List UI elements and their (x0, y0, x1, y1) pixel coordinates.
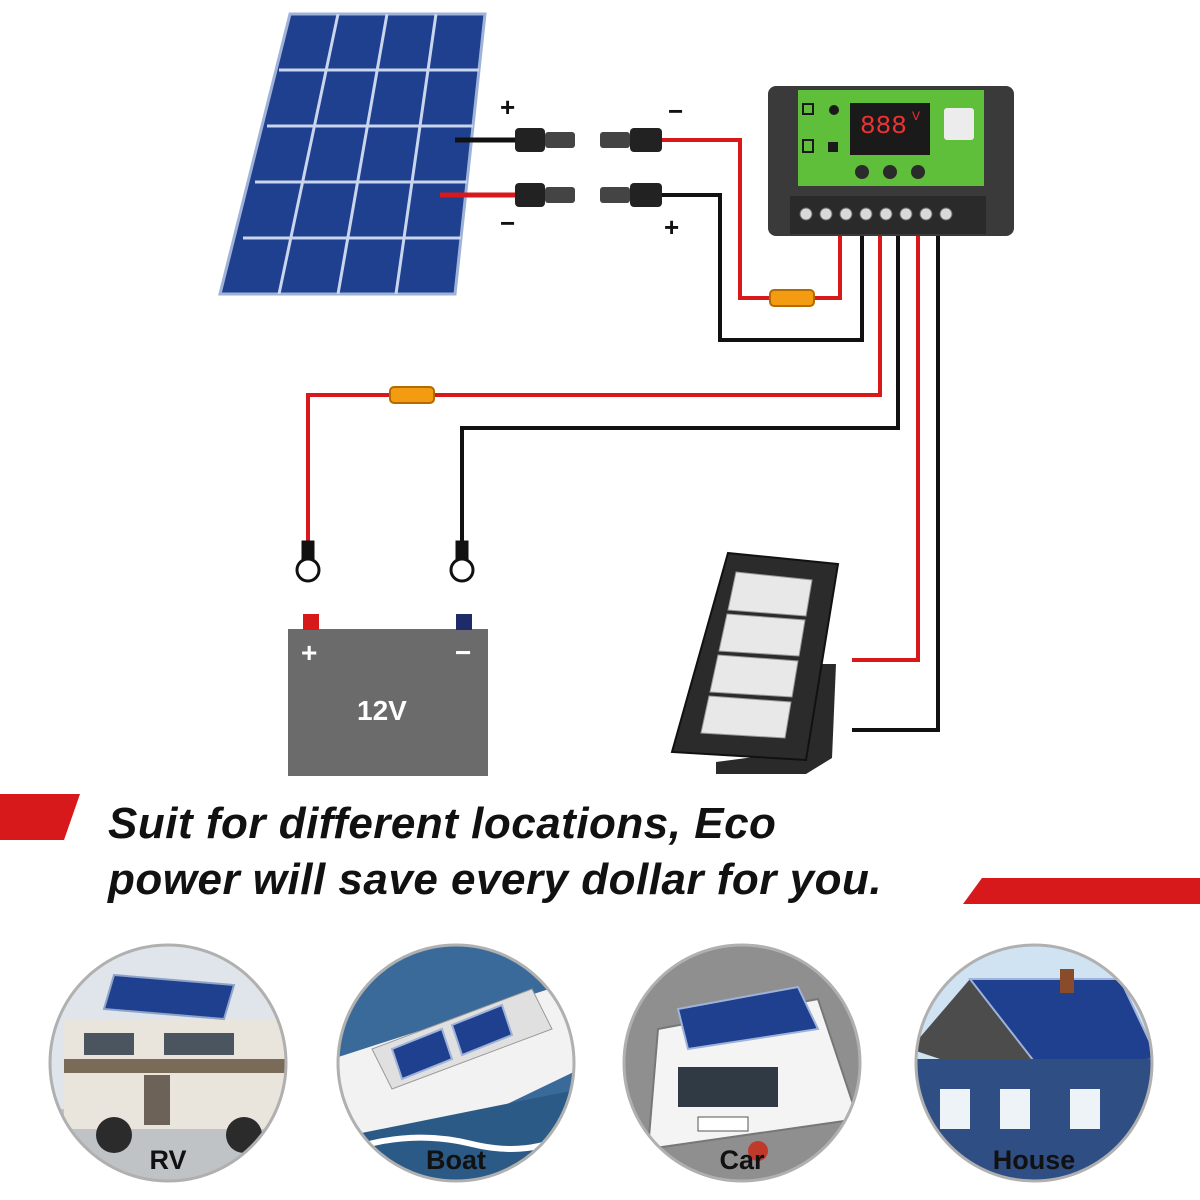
location-label-house: House (992, 1145, 1076, 1175)
controller-display-unit: V (912, 109, 920, 123)
controller-display-value: 888 (860, 111, 907, 141)
fuse-panel (769, 289, 815, 307)
wiring-diagram: + − − + (218, 12, 1014, 776)
car-image (622, 943, 862, 1183)
ring-terminals (295, 540, 475, 583)
tagline: Suit for different locations, Eco power … (108, 796, 882, 908)
connector-minus-bottom: − (500, 208, 515, 238)
battery-voltage-label: 12V (357, 695, 407, 726)
fuse-battery (389, 386, 435, 404)
location-label-rv: RV (149, 1145, 187, 1175)
location-rv: RV (44, 939, 292, 1187)
connector-plus-top: + (500, 92, 515, 122)
mc4-connectors (515, 128, 662, 207)
controller-wires (306, 138, 940, 732)
boat-image (336, 943, 576, 1183)
charge-controller (768, 86, 1014, 236)
connector-minus-top: − (668, 96, 683, 126)
panel-wires (440, 137, 520, 198)
location-label-car: Car (719, 1145, 765, 1175)
location-boat: Boat (332, 939, 580, 1187)
location-car: Car (618, 939, 866, 1187)
location-label-boat: Boat (426, 1145, 486, 1175)
connector-plus-bottom: + (664, 212, 679, 242)
accent-bar-left (0, 794, 80, 840)
tagline-line-1: Suit for different locations, Eco (108, 799, 777, 848)
house-image (914, 943, 1154, 1183)
battery-plus: + (301, 637, 317, 668)
solar-panel (218, 12, 487, 296)
flood-light (670, 551, 840, 774)
accent-bar-right (963, 878, 1200, 904)
location-house: House (910, 939, 1158, 1187)
location-list: RV Boat (0, 935, 1200, 1195)
battery-minus: − (455, 637, 471, 668)
battery (288, 614, 488, 776)
tagline-line-2: power will save every dollar for you. (108, 855, 883, 904)
rv-image (48, 943, 288, 1183)
